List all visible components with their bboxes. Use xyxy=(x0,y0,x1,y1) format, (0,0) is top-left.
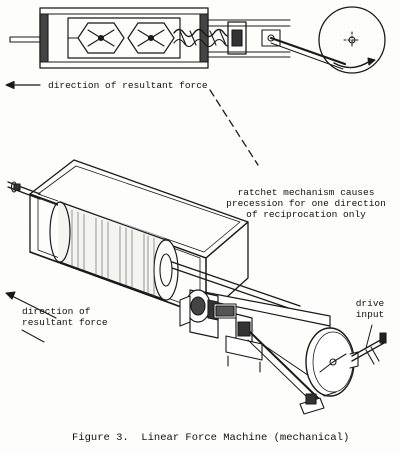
perspective-rotor xyxy=(49,200,179,301)
perspective-assembly xyxy=(7,159,387,415)
bottom-direction-arrow xyxy=(5,291,57,343)
top-worm-screw xyxy=(173,28,235,38)
top-direction-arrow xyxy=(5,80,41,90)
drive-flywheel xyxy=(305,327,359,397)
top-direction-label: direction of resultant force xyxy=(48,80,208,91)
drive-input-label-line2: input xyxy=(355,309,385,320)
top-view-assembly xyxy=(9,6,386,74)
drive-crank-handle xyxy=(351,332,387,365)
ratchet-housing xyxy=(179,289,237,339)
top-flywheel xyxy=(318,6,386,74)
ratchet-note-line2: precession for one direction xyxy=(226,198,386,209)
view-connector-dashed-line xyxy=(209,89,259,166)
drive-input-leader xyxy=(365,324,373,349)
bottom-direction-label-line2: resultant force xyxy=(22,317,108,328)
crosshead-slider xyxy=(225,313,263,373)
top-shaft xyxy=(9,36,41,43)
figure-caption: Figure 3. Linear Force Machine (mechanic… xyxy=(72,432,350,444)
drive-input-label-line1: drive xyxy=(355,298,385,309)
ratchet-note-line1: ratchet mechanism causes xyxy=(237,187,375,198)
ratchet-note-line3: of reciprocation only xyxy=(246,209,366,220)
bottom-direction-label-line1: direction of xyxy=(22,306,91,317)
